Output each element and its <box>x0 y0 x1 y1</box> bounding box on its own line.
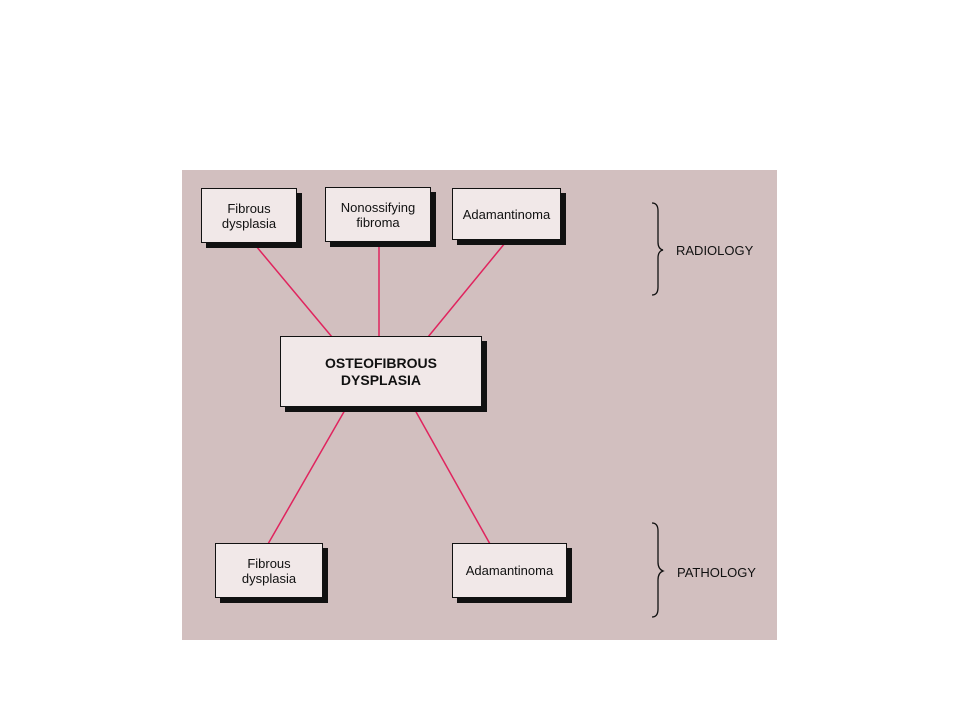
connector-fibrous-radiology <box>255 245 333 338</box>
pathology-brace <box>651 522 665 618</box>
node-label: Fibrous dysplasia <box>241 555 297 586</box>
node-radiology-adamantinoma: Adamantinoma <box>452 188 561 240</box>
node-label: Nonossifying fibroma <box>340 199 416 230</box>
connector-adamantinoma-radiology <box>427 242 506 338</box>
node-label: Adamantinoma <box>465 563 554 578</box>
radiology-label: RADIOLOGY <box>676 243 754 258</box>
node-pathology-adamantinoma: Adamantinoma <box>452 543 567 598</box>
node-label: Fibrous dysplasia <box>221 200 277 231</box>
node-osteofibrous-dysplasia: OSTEOFIBROUS DYSPLASIA <box>280 336 482 407</box>
node-label: Adamantinoma <box>462 206 551 222</box>
node-pathology-fibrous-dysplasia: Fibrous dysplasia <box>215 543 323 598</box>
node-label: OSTEOFIBROUS DYSPLASIA <box>324 354 437 388</box>
pathology-label: PATHOLOGY <box>677 565 756 580</box>
connector-adamantinoma-pathology <box>414 409 491 545</box>
node-radiology-fibrous-dysplasia: Fibrous dysplasia <box>201 188 297 243</box>
radiology-brace <box>651 202 664 296</box>
connector-fibrous-pathology <box>267 409 346 545</box>
node-radiology-nonossifying-fibroma: Nonossifying fibroma <box>325 187 431 242</box>
